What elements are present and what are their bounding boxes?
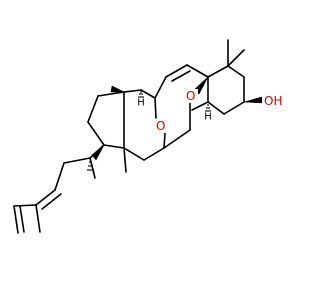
ether-oxygen-upper-label: O (186, 89, 195, 103)
bond (89, 157, 96, 179)
heteroatom-labels: OH O O (154, 89, 288, 133)
hash-bond-h-lower (205, 104, 211, 112)
bond (35, 189, 56, 206)
molecule-structure: OH O O H H (13, 39, 288, 234)
alkene-double-bond (171, 70, 191, 82)
terminal-alkene-double-bond (19, 205, 25, 233)
ring-bonds (87, 64, 245, 161)
bond (163, 132, 166, 149)
wedge-bond-methyl (110, 85, 125, 93)
hydrogen-label: H (137, 98, 145, 109)
ether-oxygen-lower-label: O (156, 119, 165, 133)
bond (123, 147, 145, 161)
bond (186, 64, 209, 78)
bond (207, 65, 229, 78)
bond (163, 129, 191, 149)
bond (140, 89, 156, 99)
gem-dimethyl-bond (227, 49, 245, 67)
bond (87, 95, 99, 123)
bond (13, 204, 37, 207)
terminal-alkene-bond (13, 205, 19, 234)
methyl-bond (123, 147, 127, 173)
methyl-bonds (123, 39, 245, 173)
bond (223, 101, 245, 115)
bond (227, 65, 245, 78)
bond (191, 101, 209, 111)
bond (97, 91, 125, 97)
wedge-bond-oh (243, 96, 264, 104)
side-chain-bonds (13, 144, 105, 234)
bond (103, 144, 125, 149)
hash-bond-methyl-side (87, 161, 94, 171)
bond (63, 157, 91, 164)
diene-double-bond (41, 193, 62, 210)
bond (35, 204, 41, 233)
bond (87, 121, 105, 146)
hash-bond-h-upper (138, 91, 144, 98)
bond (154, 97, 157, 119)
hydroxyl-label: OH (264, 94, 282, 108)
bond (54, 162, 65, 191)
bond (123, 89, 142, 93)
bond (143, 147, 165, 161)
wedge-bond-side-chain (91, 144, 105, 161)
bond (207, 101, 225, 115)
bond (154, 76, 167, 99)
stereo-hydrogen-labels: H H (137, 98, 212, 123)
stereo-bonds (87, 76, 264, 171)
hydrogen-label: H (204, 112, 212, 123)
bond (165, 64, 188, 78)
